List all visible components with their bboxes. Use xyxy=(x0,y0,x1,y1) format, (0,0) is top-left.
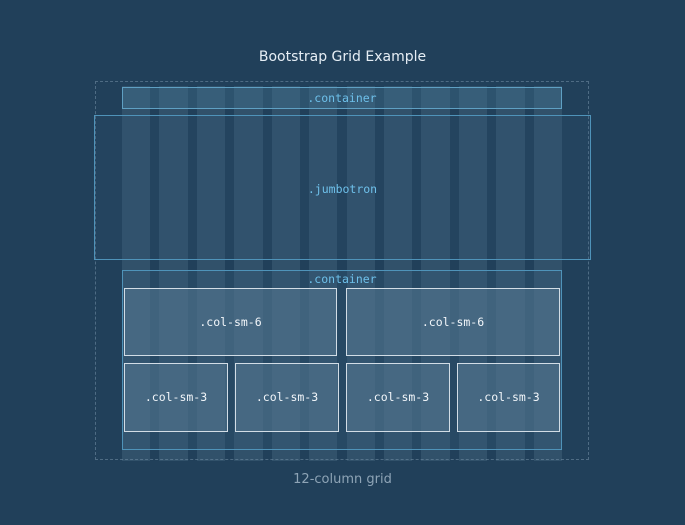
col-label: .col-sm-3 xyxy=(255,390,319,404)
grid-caption: 12-column grid xyxy=(293,472,392,487)
col-label: .col-sm-3 xyxy=(477,390,540,404)
jumbotron: .jumbotron xyxy=(94,115,591,260)
col-sm-6-left: .col-sm-6 xyxy=(124,288,337,356)
container-top: .container xyxy=(122,87,562,109)
container-bottom-label: .container xyxy=(307,272,377,286)
col-sm-3-1: .col-sm-3 xyxy=(124,363,228,432)
col-label: .col-sm-3 xyxy=(144,390,208,404)
grid-outline xyxy=(95,81,589,460)
col-sm-3-2: .col-sm-3 xyxy=(235,363,339,432)
col-sm-3-4: .col-sm-3 xyxy=(457,363,560,432)
col-label: .col-sm-6 xyxy=(199,315,262,329)
col-sm-6-right: .col-sm-6 xyxy=(346,288,560,356)
col-sm-3-3: .col-sm-3 xyxy=(346,363,450,432)
container-top-label: .container xyxy=(307,91,377,105)
col-label: .col-sm-3 xyxy=(366,390,430,404)
jumbotron-label: .jumbotron xyxy=(307,182,378,196)
diagram-title: Bootstrap Grid Example xyxy=(258,49,427,65)
col-label: .col-sm-6 xyxy=(421,315,485,329)
